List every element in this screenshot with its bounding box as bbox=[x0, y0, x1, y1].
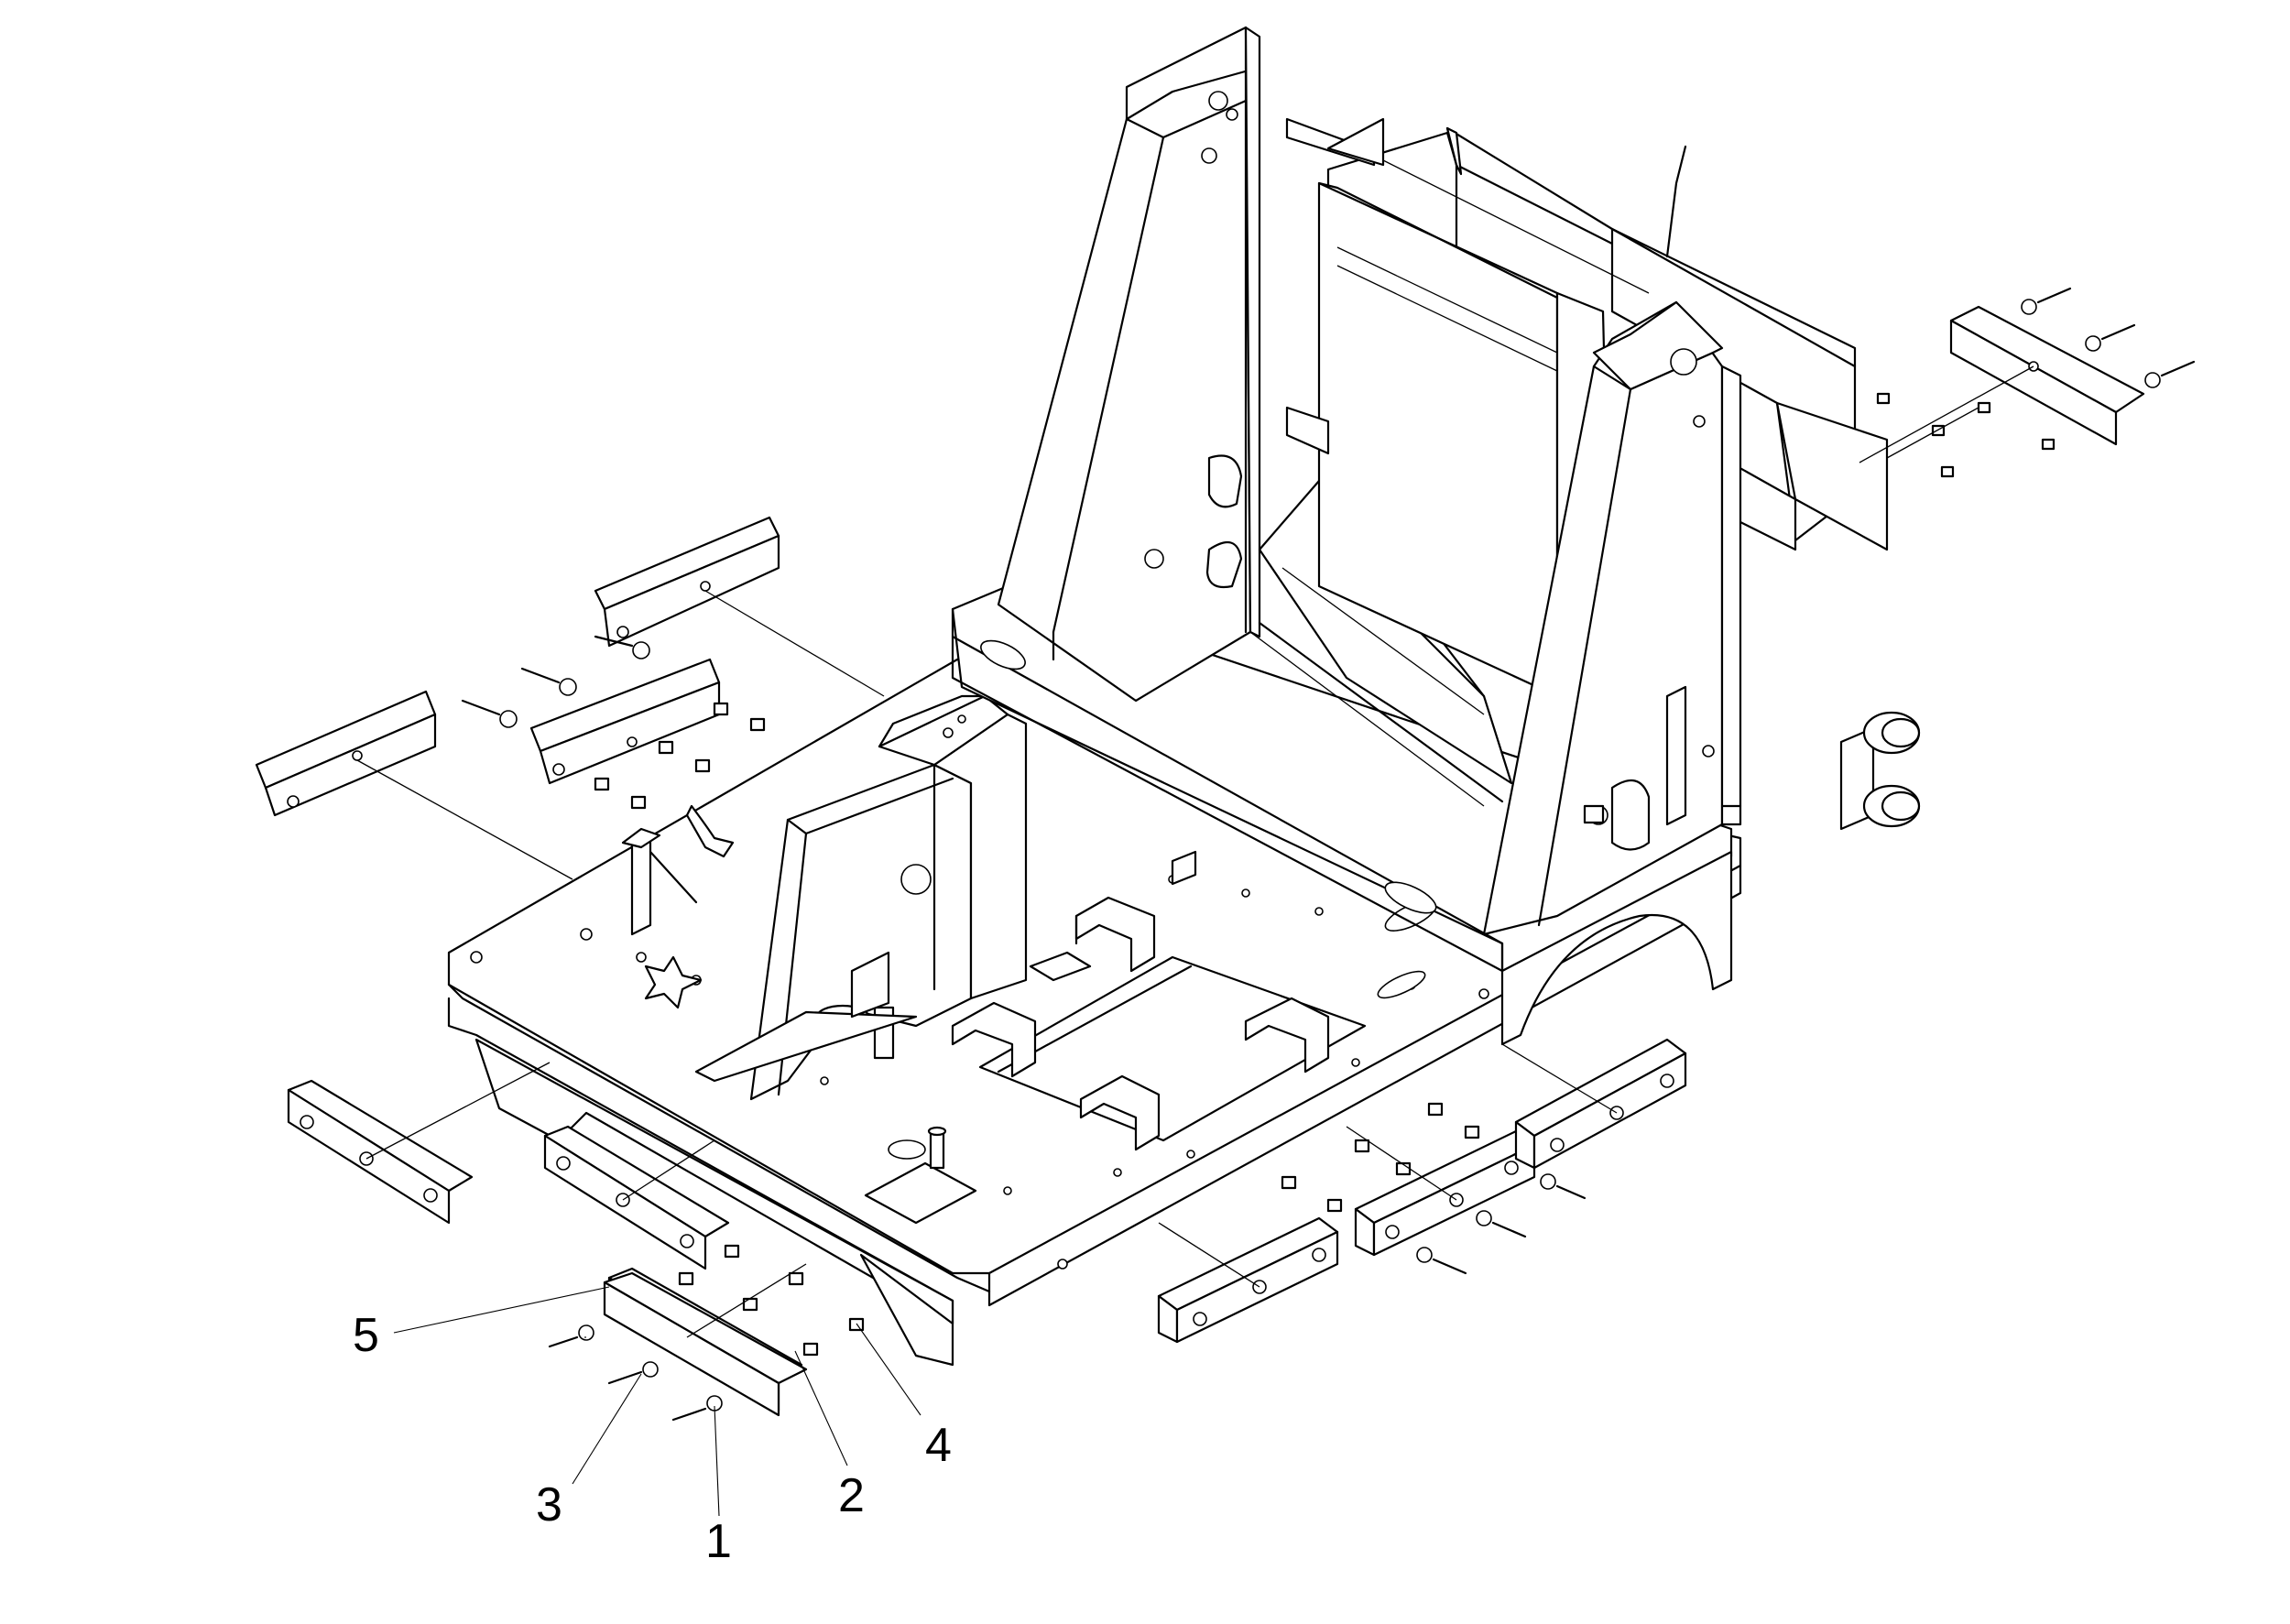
bumper-lower-left-2 bbox=[543, 1125, 730, 1270]
right-tower bbox=[1482, 300, 1742, 936]
bumper-upper-left-2 bbox=[529, 658, 721, 785]
rear-rollers bbox=[1839, 711, 1921, 831]
u-bracket-3 bbox=[1244, 997, 1330, 1074]
callout-4: 4 bbox=[925, 1419, 952, 1472]
u-bracket-1 bbox=[1074, 896, 1156, 973]
fastener-set-upper-right bbox=[1876, 287, 2196, 478]
seat-pedestal bbox=[694, 694, 1028, 1101]
bumper-upper-right bbox=[1949, 305, 2145, 446]
callout-1: 1 bbox=[705, 1515, 732, 1568]
fastener-set-front bbox=[548, 1244, 865, 1422]
callout-leaders bbox=[393, 1286, 921, 1517]
bumper-upper-left-1 bbox=[594, 516, 780, 648]
callout-3: 3 bbox=[536, 1478, 562, 1531]
left-tower bbox=[997, 26, 1485, 807]
assembly-guide-lines bbox=[356, 365, 2034, 1338]
bumper-front bbox=[603, 1271, 808, 1417]
bumper-lower-right-2 bbox=[1354, 1129, 1536, 1257]
fasteners bbox=[461, 287, 2196, 1422]
callout-2: 2 bbox=[838, 1469, 865, 1522]
small-bracket bbox=[1171, 850, 1197, 886]
fastener-set-lower-right bbox=[1281, 1102, 1587, 1275]
callout-numbers: 1 2 3 4 5 bbox=[353, 1309, 952, 1568]
fastener-set-upper-left bbox=[461, 635, 766, 810]
access-plate bbox=[864, 1161, 977, 1225]
callout-5: 5 bbox=[353, 1309, 379, 1362]
floor-recess bbox=[864, 850, 1367, 1225]
bumper-upper-left-3 bbox=[255, 690, 437, 817]
u-bracket-4 bbox=[1079, 1074, 1161, 1151]
star-cutout bbox=[644, 955, 703, 1009]
plate-bracket-left bbox=[621, 804, 735, 936]
u-bracket-2 bbox=[951, 1001, 1037, 1078]
bumper-lower-right-1 bbox=[1157, 1216, 1339, 1344]
